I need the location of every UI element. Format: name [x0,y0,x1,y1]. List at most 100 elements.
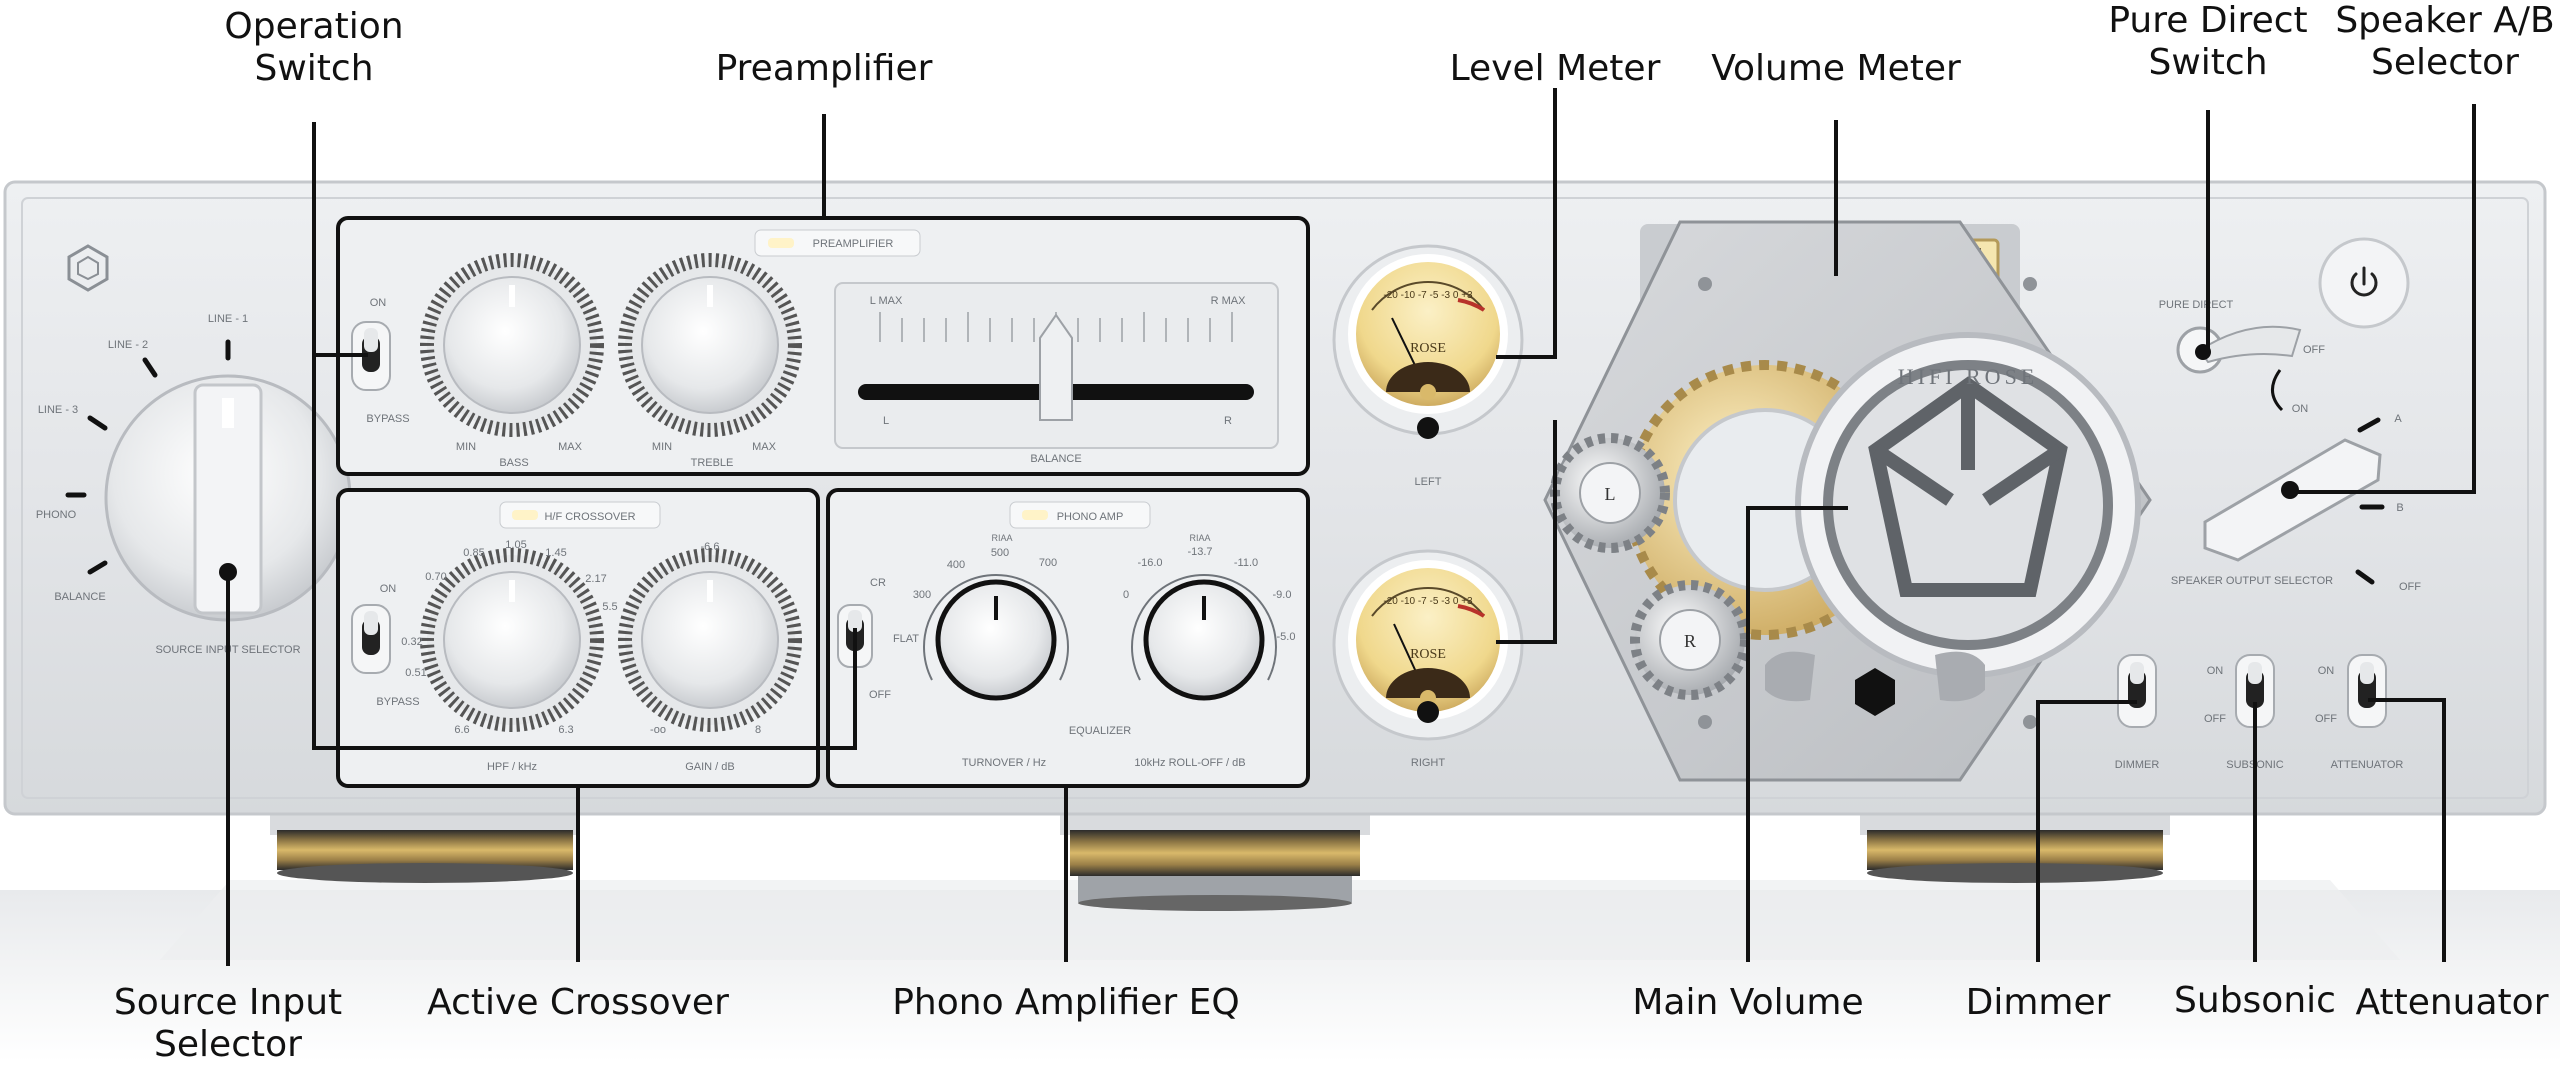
balance-r: R [1224,415,1232,427]
foot-right [1860,815,2170,883]
crossover-title: H/F CROSSOVER [544,511,635,523]
callout-dimmer: Dimmer [1965,982,2111,1023]
eq-switch[interactable] [837,604,873,668]
treble-max: MAX [752,441,777,453]
hpf-tick: 0.70 [425,571,446,583]
gain-knob[interactable] [618,548,802,732]
callout-lines [226,88,2476,966]
eq-flat-label: FLAT [893,633,919,645]
gain-label: GAIN / dB [685,761,735,773]
balance-control[interactable] [834,282,1279,449]
turnover-label: TURNOVER / Hz [962,757,1046,769]
crossover-bypass-label: BYPASS [376,696,419,708]
phono-title: PHONO AMP [1057,511,1124,523]
subsonic-on: ON [2207,665,2224,677]
turnover-tick: 300 [913,589,931,601]
speaker-selector-label: SPEAKER OUTPUT SELECTOR [2171,575,2333,587]
hpf-tick: 0.32 [401,636,422,648]
meter-left-brand: ROSE [1410,341,1446,356]
subsonic-switch[interactable] [2235,654,2275,728]
main-volume-wheel[interactable]: HIFI ROSE [1795,332,2141,678]
hpf-tick: 5.5 [602,601,617,613]
meter-left-label: LEFT [1415,476,1442,488]
turnover-tick: 700 [1039,557,1057,569]
bass-knob[interactable] [420,253,604,437]
balance-lmax: L MAX [870,295,903,307]
hex-window-icon [1855,668,1895,716]
rolloff-label: 10kHz ROLL-OFF / dB [1134,757,1245,769]
level-meter-left: -20 -10 -7 -5 -3 0 +3 [1332,244,1524,439]
treble-label: TREBLE [691,457,734,469]
attenuator-switch[interactable] [2347,654,2387,728]
meter-right-label: RIGHT [1411,757,1446,769]
turnover-riaa: RIAA [991,533,1012,543]
dimmer-label: DIMMER [2115,759,2160,771]
attenuator-off: OFF [2315,713,2337,725]
turnover-knob[interactable] [923,574,1069,701]
callout-level-meter: Level Meter [1449,48,1661,89]
speaker-output-selector[interactable] [2203,438,2382,562]
rolloff-knob[interactable] [1131,574,1277,701]
gear-r: R [1630,580,1750,700]
callout-attenuator: Attenuator [2355,982,2549,1023]
gear-l-label: L [1605,484,1616,504]
level-meter-right: -20 -10 -7 -5 -3 0 +3 [1332,549,1524,741]
rolloff-tick: -13.7 [1187,546,1212,558]
balance-label: BALANCE [1030,453,1081,465]
gain-tick: 8 [755,724,761,736]
hpf-tick: 1.45 [545,547,566,559]
balance-l: L [883,415,889,427]
preamp-title: PREAMPLIFIER [813,238,894,250]
speaker-b-label: B [2396,502,2403,514]
hpf-label: HPF / kHz [487,761,537,773]
source-input-selector[interactable] [104,374,352,622]
crossover-bypass-switch[interactable] [351,604,391,674]
power-icon [2350,266,2378,297]
preamp-bypass-label: BYPASS [366,413,409,425]
equalizer-label: EQUALIZER [1069,725,1131,737]
rolloff-tick: -5.0 [1277,631,1296,643]
pure-direct-switch[interactable] [2176,325,2302,374]
meter-scale: -20 -10 -7 -5 -3 0 +3 [1383,596,1473,607]
foot-left [270,815,580,883]
callout-source-input-selector: Source Input Selector [113,982,343,1065]
rolloff-tick: 0 [1123,589,1129,601]
eq-on-label: CR [870,577,886,589]
hpf-tick: 1.05 [505,539,526,551]
rolloff-tick: -9.0 [1273,589,1292,601]
hpf-knob[interactable] [420,548,604,732]
turnover-tick: 400 [947,559,965,571]
gain-tick: -6.6 [701,541,720,553]
wheel-brand: HIFI ROSE [1898,364,2039,389]
treble-knob[interactable] [618,253,802,437]
gain-tick: -oo [650,724,666,736]
foot-center [1060,815,1370,911]
meter-scale: -20 -10 -7 -5 -3 0 +3 [1383,290,1473,301]
preamp-bypass-switch[interactable] [351,321,391,391]
hpf-tick: 6.6 [454,724,469,736]
power-button[interactable] [2318,237,2410,329]
pure-off-label: OFF [2303,344,2325,356]
hpf-tick: 2.17 [585,573,606,585]
gear-l: L [1550,433,1670,553]
dimmer-switch[interactable] [2117,654,2157,728]
hpf-tick: 6.3 [558,724,573,736]
callout-active-crossover: Active Crossover [427,982,729,1023]
callout-main-volume: Main Volume [1632,982,1864,1023]
pure-direct-label: PURE DIRECT [2159,299,2234,311]
attenuator-on: ON [2318,665,2335,677]
bass-label: BASS [499,457,528,469]
source-balance: BALANCE [54,591,105,603]
source-line-2: LINE - 2 [108,339,148,351]
crossover-on-label: ON [380,583,397,595]
bass-min: MIN [456,441,476,453]
callout-subsonic: Subsonic [2174,980,2336,1021]
gear-r-label: R [1684,631,1696,651]
balance-rmax: R MAX [1211,295,1247,307]
callout-volume-meter: Volume Meter [1711,48,1961,89]
rose-logo-icon [67,244,109,292]
rolloff-tick: -16.0 [1137,557,1162,569]
speaker-off-label: OFF [2399,581,2421,593]
hpf-tick: 0.85 [463,547,484,559]
